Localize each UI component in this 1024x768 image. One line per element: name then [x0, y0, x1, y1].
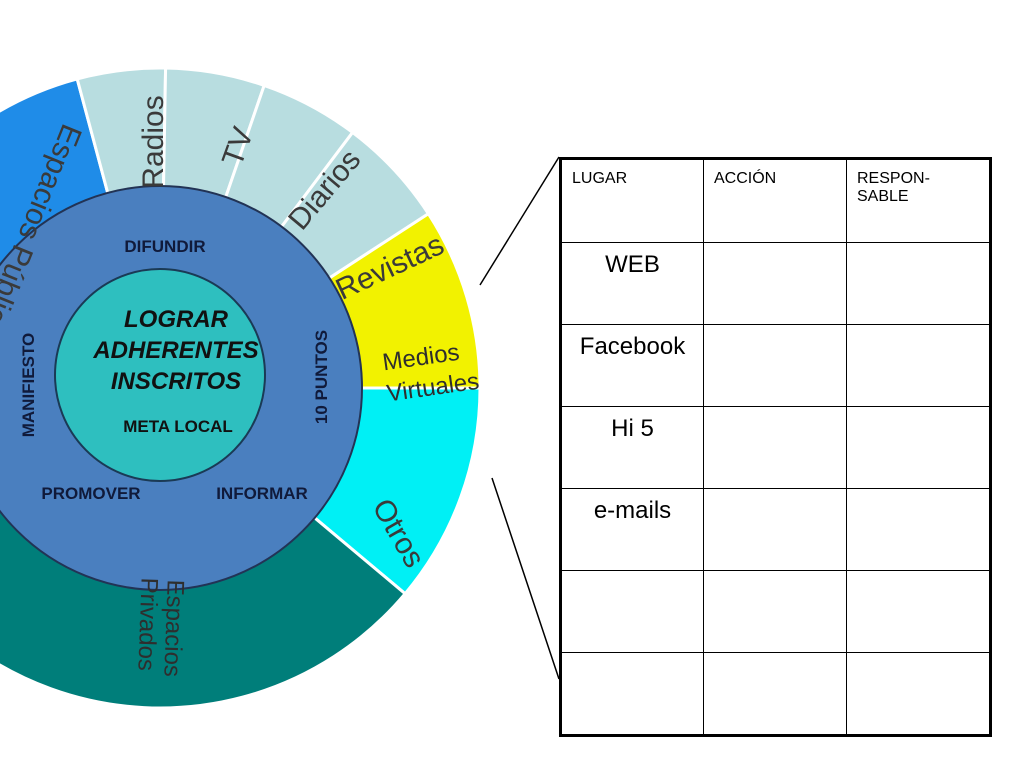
table-cell-accion: [703, 406, 847, 489]
table-row: e-mails: [560, 488, 991, 571]
table-cell-lugar: e-mails: [560, 488, 704, 571]
table-cell-responsable: [846, 570, 991, 653]
table-cell-accion: [703, 242, 847, 325]
table-header-lugar: LUGAR: [560, 158, 704, 243]
table-header-responsable: RESPON- SABLE: [846, 158, 991, 243]
table-header-accion: ACCIÓN: [703, 158, 847, 243]
table-cell-lugar: [560, 652, 704, 736]
table-row: Facebook: [560, 324, 991, 407]
table-row: WEB: [560, 242, 991, 325]
table-cell-responsable: [846, 652, 991, 736]
table-cell-responsable: [846, 488, 991, 571]
ring-label-difundir: DIFUNDIR: [124, 237, 205, 256]
ring-label-informar: INFORMAR: [216, 484, 308, 503]
table-cell-responsable: [846, 242, 991, 325]
table-cell-accion: [703, 652, 847, 736]
center-title-line2: ADHERENTES: [92, 337, 258, 364]
center-subtitle: META LOCAL: [123, 417, 233, 436]
ring-label-10-puntos: 10 PUNTOS: [312, 330, 331, 424]
table-cell-lugar: Hi 5: [560, 406, 704, 489]
segment-label-radios: Radios: [137, 95, 170, 188]
table-row: Hi 5: [560, 406, 991, 489]
center-title-line3: INSCRITOS: [111, 368, 241, 395]
center-title-line1: LOGRAR: [124, 306, 229, 333]
table-row: [560, 570, 991, 653]
segment-espacios-publicos: [0, 77, 111, 271]
connector-line-bottom: [491, 477, 560, 680]
segment-label-privados-line2: Privados: [132, 577, 162, 671]
action-plan-table: LUGAR ACCIÓN RESPON- SABLE WEB Facebook …: [559, 157, 992, 737]
table-cell-accion: [703, 488, 847, 571]
table-cell-responsable: [846, 406, 991, 489]
ring-label-manifiesto: MANIFIESTO: [19, 333, 38, 438]
table-cell-lugar: WEB: [560, 242, 704, 325]
table-row: [560, 652, 991, 736]
table-cell-responsable: [846, 324, 991, 407]
ring-label-promover: PROMOVER: [41, 484, 140, 503]
table-cell-lugar: Facebook: [560, 324, 704, 407]
connector-line-top: [479, 156, 560, 286]
table-cell-accion: [703, 324, 847, 407]
center-circle: [54, 268, 266, 482]
table-header-row: LUGAR ACCIÓN RESPON- SABLE: [560, 158, 991, 243]
table-cell-lugar: [560, 570, 704, 653]
segment-label-privados-line1: Espacios: [158, 579, 188, 677]
table-cell-accion: [703, 570, 847, 653]
